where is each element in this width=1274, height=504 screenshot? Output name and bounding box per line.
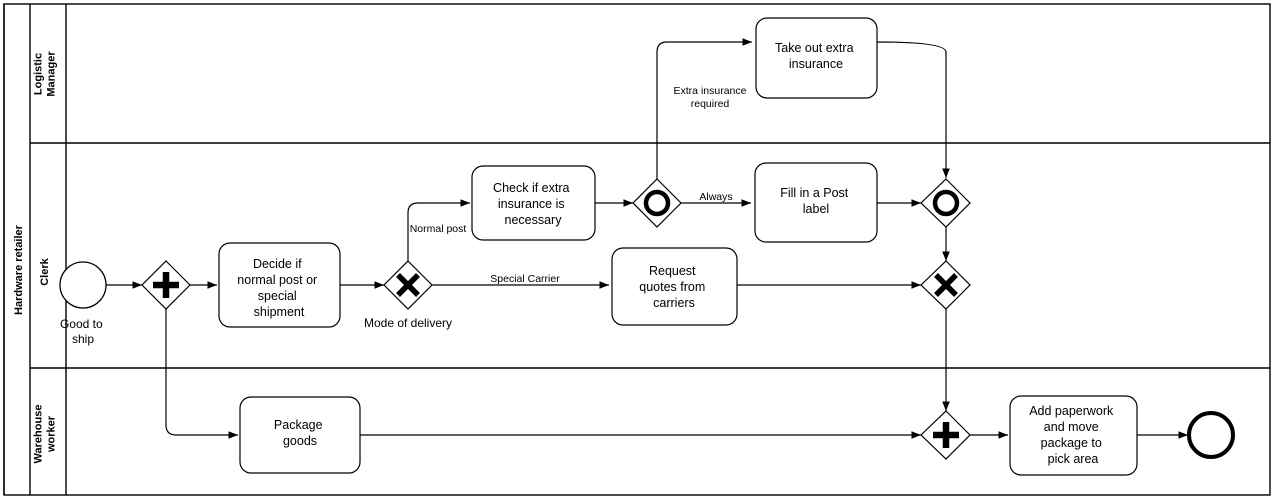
task-package-goods-label: Package goods <box>274 418 326 448</box>
lane-label-warehouse-worker: Warehouseworker <box>33 405 58 464</box>
flow-extra-insurance-required <box>656 38 752 180</box>
task-check-if-extra-insurance-is-necessary[interactable]: Check if extra insurance is necessary <box>471 165 596 241</box>
flow-label-normal-post: Normal post <box>410 223 467 235</box>
lane-label-clerk: Clerk <box>39 257 51 285</box>
task-add-paperwork-label: Add paperwork and move package to pick a… <box>1029 404 1117 466</box>
event-end[interactable] <box>1187 411 1235 459</box>
flow-label-always: Always <box>699 191 732 203</box>
pool-label-hardware-retailer: Hardware retailer <box>13 224 25 315</box>
flow-parallel-split-to-package-goods <box>165 309 238 439</box>
task-package-goods[interactable]: Package goods <box>239 396 361 474</box>
flow-normal-post <box>407 199 470 262</box>
gateway-parallel-split[interactable] <box>141 260 191 310</box>
task-decide-normal-post-or-special-shipment[interactable]: Decide if normal post or special shipmen… <box>218 242 341 328</box>
task-decide-label: Decide if normal post or special shipmen… <box>237 257 320 319</box>
task-take-out-extra-insurance[interactable]: Take out extra insurance <box>755 17 878 99</box>
flow-label-special-carrier: Special Carrier <box>490 273 560 285</box>
task-request-quotes-label: Request quotes from carriers <box>639 264 709 310</box>
sequence-flows: Normal post Special Carrier Extra insura… <box>106 38 1188 439</box>
event-start-good-to-ship[interactable]: Good to ship <box>59 261 107 346</box>
task-fill-in-a-post-label[interactable]: Fill in a Post label <box>754 162 878 243</box>
gateway-parallel-join[interactable] <box>920 410 971 460</box>
lane-label-logistic-manager: LogisticManager <box>33 51 58 97</box>
gateway-mode-of-delivery[interactable]: Mode of delivery <box>364 260 452 330</box>
task-check-insurance-label: Check if extra insurance is necessary <box>493 181 573 227</box>
gateway-insurance-merge[interactable] <box>920 178 971 228</box>
event-start-label: Good to ship <box>60 317 106 346</box>
task-post-label-label: Fill in a Post label <box>780 186 852 216</box>
pool-hardware-retailer: Hardware retailer LogisticManager Clerk … <box>3 3 1271 496</box>
task-request-quotes-from-carriers[interactable]: Request quotes from carriers <box>611 247 738 326</box>
flow-take-insurance-to-merge <box>876 41 950 178</box>
task-add-paperwork-and-move-package[interactable]: Add paperwork and move package to pick a… <box>1009 395 1138 476</box>
gateway-delivery-merge[interactable] <box>920 260 971 310</box>
gateway-insurance-decision[interactable] <box>632 178 682 228</box>
task-take-insurance-label: Take out extra insurance <box>775 41 857 71</box>
gateway-mode-of-delivery-label: Mode of delivery <box>364 316 452 330</box>
